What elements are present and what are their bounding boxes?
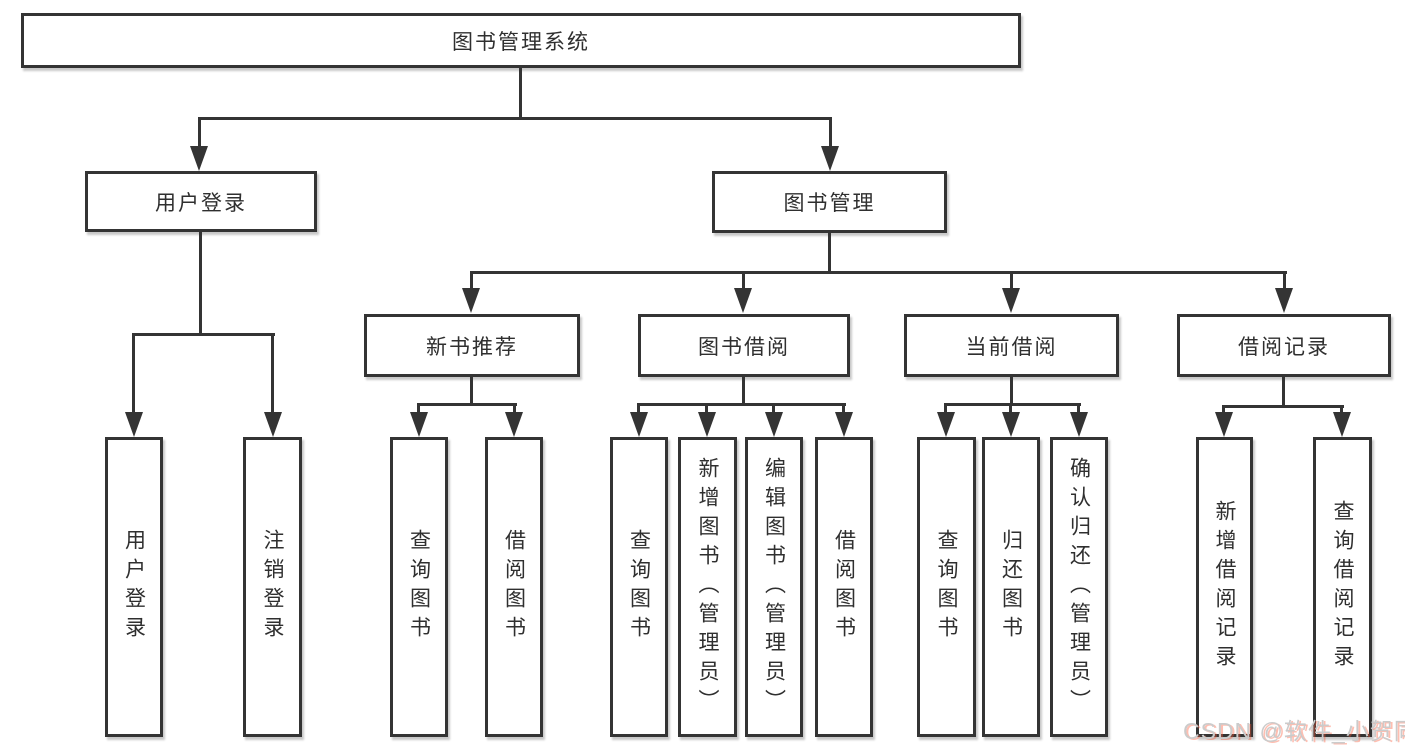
leaf-bb-add-book-admin-label: 新增图书（管理员） <box>696 456 719 718</box>
arrowhead-leaf-user-login <box>125 412 143 437</box>
node-user-login: 用户登录 <box>85 171 317 232</box>
node-book-borrowing: 图书借阅 <box>638 314 850 377</box>
node-book-borrowing-label: 图书借阅 <box>698 335 790 359</box>
connector-borrowing-records-stem <box>1282 377 1285 407</box>
leaf-cb-confirm-return-admin-label: 确认归还（管理员） <box>1067 456 1091 718</box>
node-new-book-recommend-label: 新书推荐 <box>426 335 518 359</box>
connector-user-login-stem <box>199 232 202 335</box>
connector-drop-current-borrowing <box>1010 271 1013 288</box>
node-borrowing-records: 借阅记录 <box>1177 314 1391 377</box>
arrowhead-book-management <box>821 146 839 171</box>
connector-drop-br-add <box>1222 405 1225 412</box>
arrowhead-bb-add <box>698 412 716 437</box>
leaf-user-login-label: 用户登录 <box>122 529 146 645</box>
node-new-book-recommend: 新书推荐 <box>364 314 580 377</box>
leaf-br-add-record: 新增借阅记录 <box>1196 437 1253 737</box>
arrowhead-leaf-logout <box>264 412 282 437</box>
node-book-management: 图书管理 <box>712 171 947 233</box>
arrowhead-book-borrowing <box>734 288 752 313</box>
arrowhead-cb-return <box>1002 412 1020 437</box>
connector-drop-cb-query <box>944 403 947 412</box>
connector-user-login-horizontal <box>132 333 275 336</box>
arrowhead-br-query <box>1333 412 1351 437</box>
leaf-br-add-record-label: 新增借阅记录 <box>1213 500 1236 674</box>
leaf-nb-query-books-label: 查询图书 <box>407 529 431 645</box>
leaf-nb-query-books: 查询图书 <box>390 437 448 737</box>
connector-book-management-stem <box>828 233 831 273</box>
leaf-bb-borrow-books: 借阅图书 <box>815 437 873 737</box>
arrowhead-current-borrowing <box>1002 288 1020 313</box>
arrowhead-bb-edit <box>765 412 783 437</box>
leaf-nb-borrow-books-label: 借阅图书 <box>502 529 526 645</box>
leaf-cb-return-book: 归还图书 <box>982 437 1040 737</box>
arrowhead-bb-query <box>630 412 648 437</box>
connector-drop-bb-add <box>705 403 708 412</box>
connector-drop-cb-return <box>1009 403 1012 412</box>
arrowhead-cb-query <box>937 412 955 437</box>
connector-root-horizontal <box>198 117 832 120</box>
arrowhead-bb-borrow <box>835 412 853 437</box>
connector-drop-leaf-user-login <box>132 333 135 412</box>
connector-drop-borrowing-records <box>1283 271 1286 288</box>
connector-drop-user-login <box>198 117 201 146</box>
leaf-br-query-record: 查询借阅记录 <box>1313 437 1372 737</box>
connector-borrowing-records-horizontal <box>1222 405 1344 408</box>
connector-drop-bb-query <box>637 403 640 412</box>
connector-drop-cb-confirm <box>1077 403 1080 412</box>
leaf-bb-edit-book-admin-label: 编辑图书（管理员） <box>762 456 786 718</box>
csdn-watermark: CSDN @软件_小贺同学 <box>1183 718 1405 744</box>
connector-drop-nb-query <box>417 403 420 412</box>
leaf-cb-query-books-label: 查询图书 <box>935 529 958 645</box>
connector-drop-book-management <box>829 117 832 146</box>
node-library-system-label: 图书管理系统 <box>452 30 590 54</box>
connector-drop-br-query <box>1340 405 1343 412</box>
leaf-cb-confirm-return-admin: 确认归还（管理员） <box>1050 437 1108 737</box>
leaf-bb-query-books: 查询图书 <box>610 437 668 737</box>
connector-drop-book-borrowing <box>742 271 745 288</box>
connector-book-borrowing-stem <box>742 377 745 405</box>
node-book-management-label: 图书管理 <box>783 192 876 215</box>
connector-current-borrowing-stem <box>1010 377 1013 405</box>
node-user-login-label: 用户登录 <box>155 191 247 215</box>
leaf-br-query-record-label: 查询借阅记录 <box>1331 500 1354 674</box>
arrowhead-cb-confirm <box>1070 412 1088 437</box>
arrowhead-new-book-recommend <box>462 288 480 313</box>
leaf-cb-query-books: 查询图书 <box>917 437 976 737</box>
arrowhead-borrowing-records <box>1275 288 1293 313</box>
connector-drop-new-book-recommend <box>470 271 473 288</box>
connector-drop-bb-borrow <box>842 403 845 412</box>
node-current-borrowing-label: 当前借阅 <box>965 335 1058 359</box>
node-current-borrowing: 当前借阅 <box>904 314 1119 377</box>
leaf-bb-borrow-books-label: 借阅图书 <box>832 529 856 645</box>
leaf-cb-return-book-label: 归还图书 <box>999 529 1023 645</box>
connector-book-management-horizontal <box>470 271 1287 274</box>
leaf-bb-edit-book-admin: 编辑图书（管理员） <box>745 437 803 737</box>
node-library-system: 图书管理系统 <box>21 13 1021 68</box>
connector-drop-nb-borrow <box>513 403 516 412</box>
node-borrowing-records-label: 借阅记录 <box>1238 335 1330 359</box>
arrowhead-br-add <box>1215 412 1233 437</box>
leaf-user-login: 用户登录 <box>105 437 163 737</box>
leaf-logout-label: 注销登录 <box>261 529 284 645</box>
connector-new-book-stem <box>470 377 473 405</box>
arrowhead-nb-query <box>410 412 428 437</box>
arrowhead-user-login <box>190 146 208 171</box>
arrowhead-nb-borrow <box>505 412 523 437</box>
connector-book-borrowing-horizontal <box>637 403 846 406</box>
leaf-logout: 注销登录 <box>243 437 302 737</box>
leaf-bb-query-books-label: 查询图书 <box>627 529 651 645</box>
connector-drop-leaf-logout <box>271 333 274 412</box>
connector-root-stem <box>519 68 522 118</box>
leaf-bb-add-book-admin: 新增图书（管理员） <box>678 437 737 737</box>
connector-current-borrowing-horizontal <box>944 403 1081 406</box>
connector-drop-bb-edit <box>772 403 775 412</box>
leaf-nb-borrow-books: 借阅图书 <box>485 437 543 737</box>
connector-new-book-horizontal <box>417 403 517 406</box>
